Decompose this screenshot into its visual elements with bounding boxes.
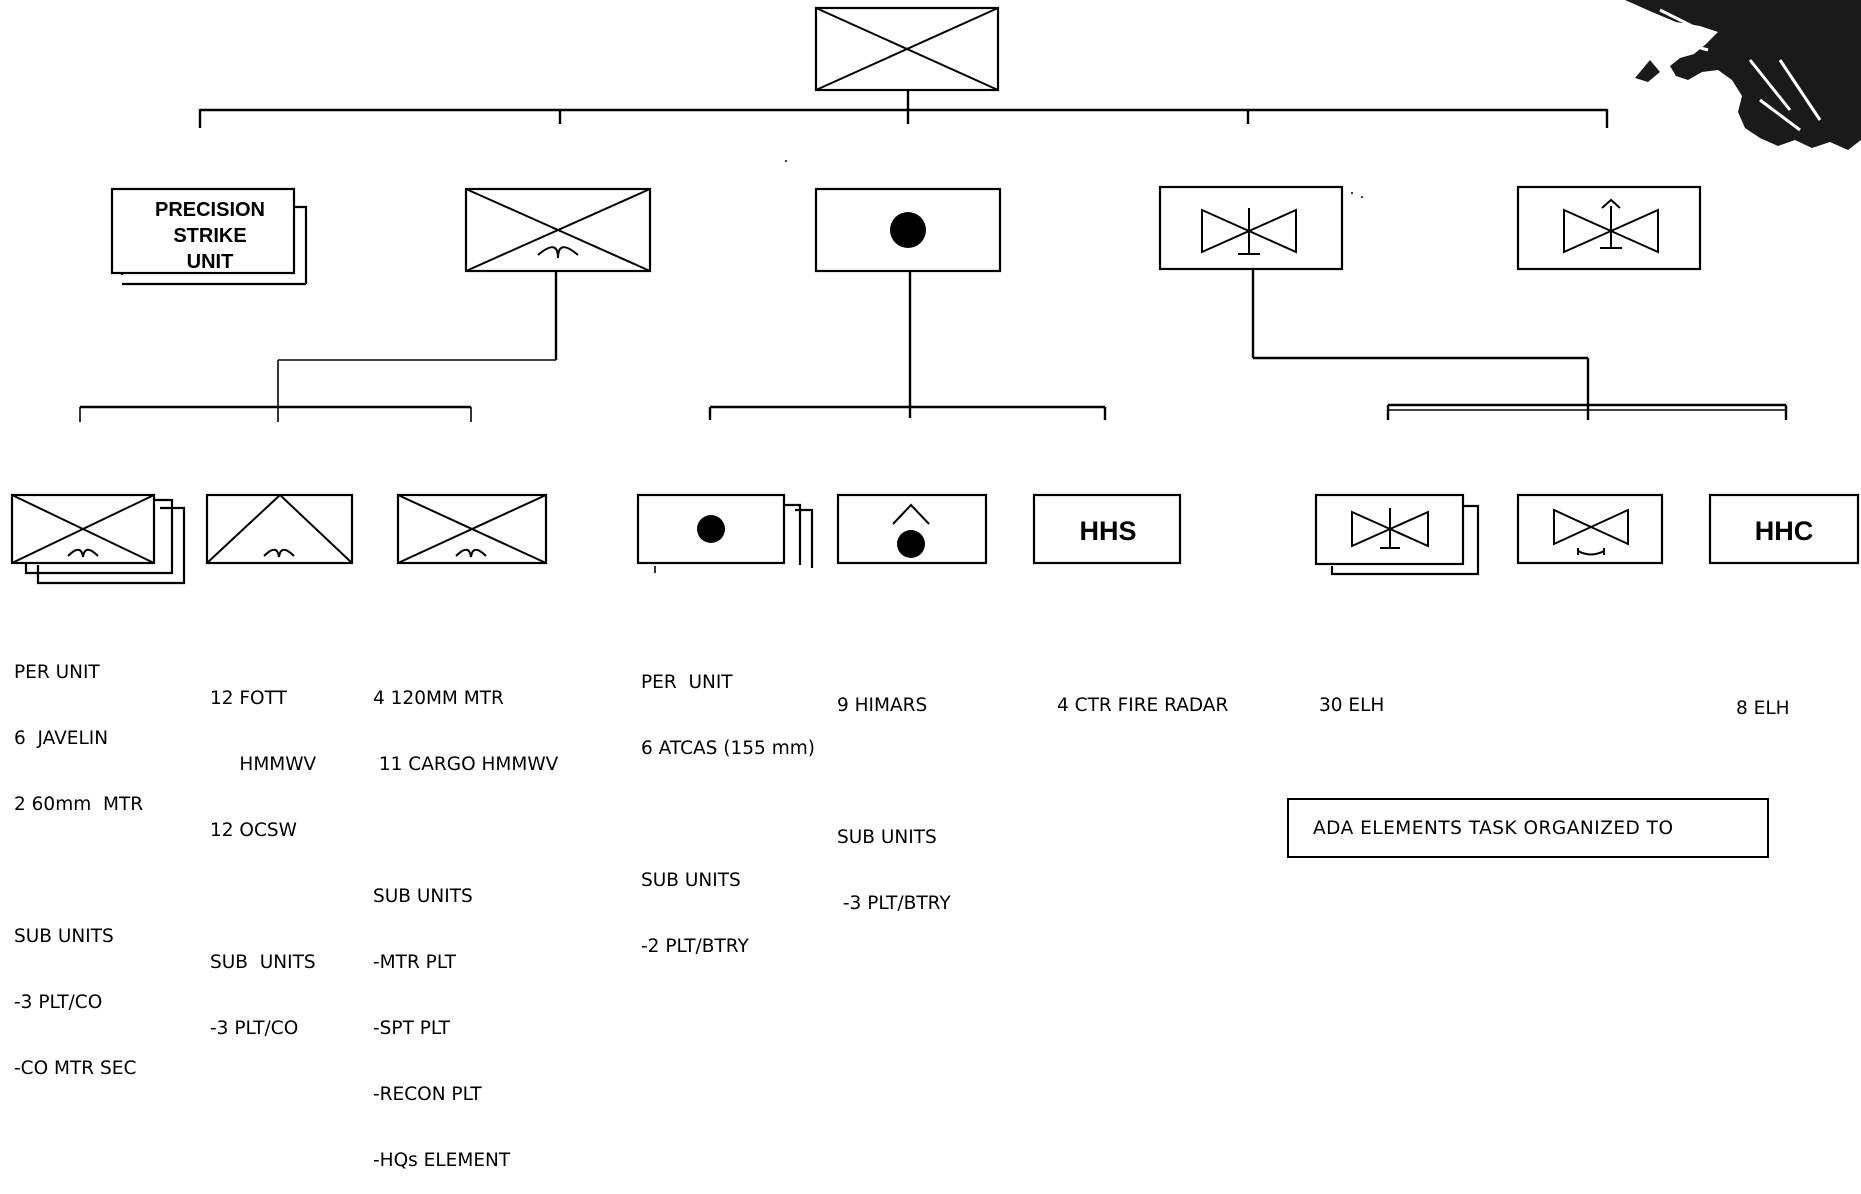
ada-battery-symbol [1316,495,1478,574]
hhc-unit-symbol: HHC [1710,495,1858,563]
infantry-subunit-connectors [80,271,556,422]
elh-30-details: 30 ELH [1319,651,1384,739]
detail-line: 4 CTR FIRE RADAR [1057,695,1228,717]
detail-line: SUB UNITS [210,952,316,974]
ada-task-note-text: ADA ELEMENTS TASK ORGANIZED TO [1313,818,1674,839]
detail-line: 6 ATCAS (155 mm) [641,738,815,760]
detail-line: SUB UNITS [373,886,558,908]
precision-strike-unit: PRECISION STRIKE UNIT [112,189,306,284]
detail-line: PER UNIT [641,672,815,694]
detail-line: -MTR PLT [373,952,558,974]
detail-line: -2 PLT/BTRY [641,936,815,958]
detail-line: 12 OCSW [210,820,316,842]
infantry-company-symbol [12,495,184,583]
detail-line: -RECON PLT [373,1084,558,1106]
hhc-infantry-symbol [398,495,546,563]
infantry-battalion-symbol [466,189,650,271]
antiarmor-company-details: 12 FOTT HMMWV 12 OCSW SUB UNITS -3 PLT/C… [210,644,316,1062]
atcas-battery-symbol [638,495,812,573]
hhc-infantry-details: 4 120MM MTR 11 CARGO HMMWV SUB UNITS -MT… [373,644,558,1194]
himars-battery-details: 9 HIMARS SUB UNITS -3 PLT/BTRY [837,651,951,937]
infantry-company-details: PER UNIT 6 JAVELIN 2 60mm MTR SUB UNITS … [14,618,143,1102]
detail-line: PER UNIT [14,662,143,684]
detail-line: 8 ELH [1736,698,1790,720]
ada-maintenance-symbol [1518,495,1662,563]
hhs-unit-symbol: HHS [1034,495,1180,563]
detail-line [641,804,815,826]
himars-battery-symbol [838,495,986,563]
detail-line: 6 JAVELIN [14,728,143,750]
precision-strike-label-2: STRIKE [173,225,246,247]
detail-line [837,761,951,783]
ada-subunit-connectors [1253,269,1786,420]
detail-line [373,820,558,842]
ada-battalion-symbol [1160,187,1342,269]
detail-line: SUB UNITS [14,926,143,948]
detail-line: 12 FOTT [210,688,316,710]
ada-battalion-2-symbol [1518,187,1700,269]
artillery-subunit-connectors [710,271,1105,420]
detail-line: 2 60mm MTR [14,794,143,816]
detail-line: SUB UNITS [641,870,815,892]
elh-8-details: 8 ELH [1736,654,1790,742]
detail-line: HMMWV [210,754,316,776]
detail-line: -SPT PLT [373,1018,558,1040]
top-tier-connectors [200,90,1607,128]
detail-line: SUB UNITS [837,827,951,849]
detail-line: 4 120MM MTR [373,688,558,710]
hhc-label: HHC [1755,516,1814,546]
precision-strike-label-3: UNIT [187,251,234,273]
radar-details: 4 CTR FIRE RADAR [1057,651,1228,739]
detail-line: 30 ELH [1319,695,1384,717]
hhs-label: HHS [1079,516,1136,546]
artillery-battalion-symbol [816,189,1000,271]
detail-line: -HQs ELEMENT [373,1150,558,1172]
detail-line: -3 PLT/BTRY [837,893,951,915]
detail-line: -3 PLT/CO [210,1018,316,1040]
ada-task-note-box: ADA ELEMENTS TASK ORGANIZED TO [1287,798,1769,858]
detail-line [210,886,316,908]
detail-line [14,860,143,882]
detail-line: 11 CARGO HMMWV [373,754,558,776]
hq-unit-symbol [816,8,998,90]
detail-line: 9 HIMARS [837,695,951,717]
antiarmor-company-symbol [207,495,352,563]
detail-line: -CO MTR SEC [14,1058,143,1080]
eagle-emblem [1625,0,1861,150]
detail-line: -3 PLT/CO [14,992,143,1014]
atcas-battery-details: PER UNIT 6 ATCAS (155 mm) SUB UNITS -2 P… [641,628,815,980]
precision-strike-label-1: PRECISION [155,199,265,221]
